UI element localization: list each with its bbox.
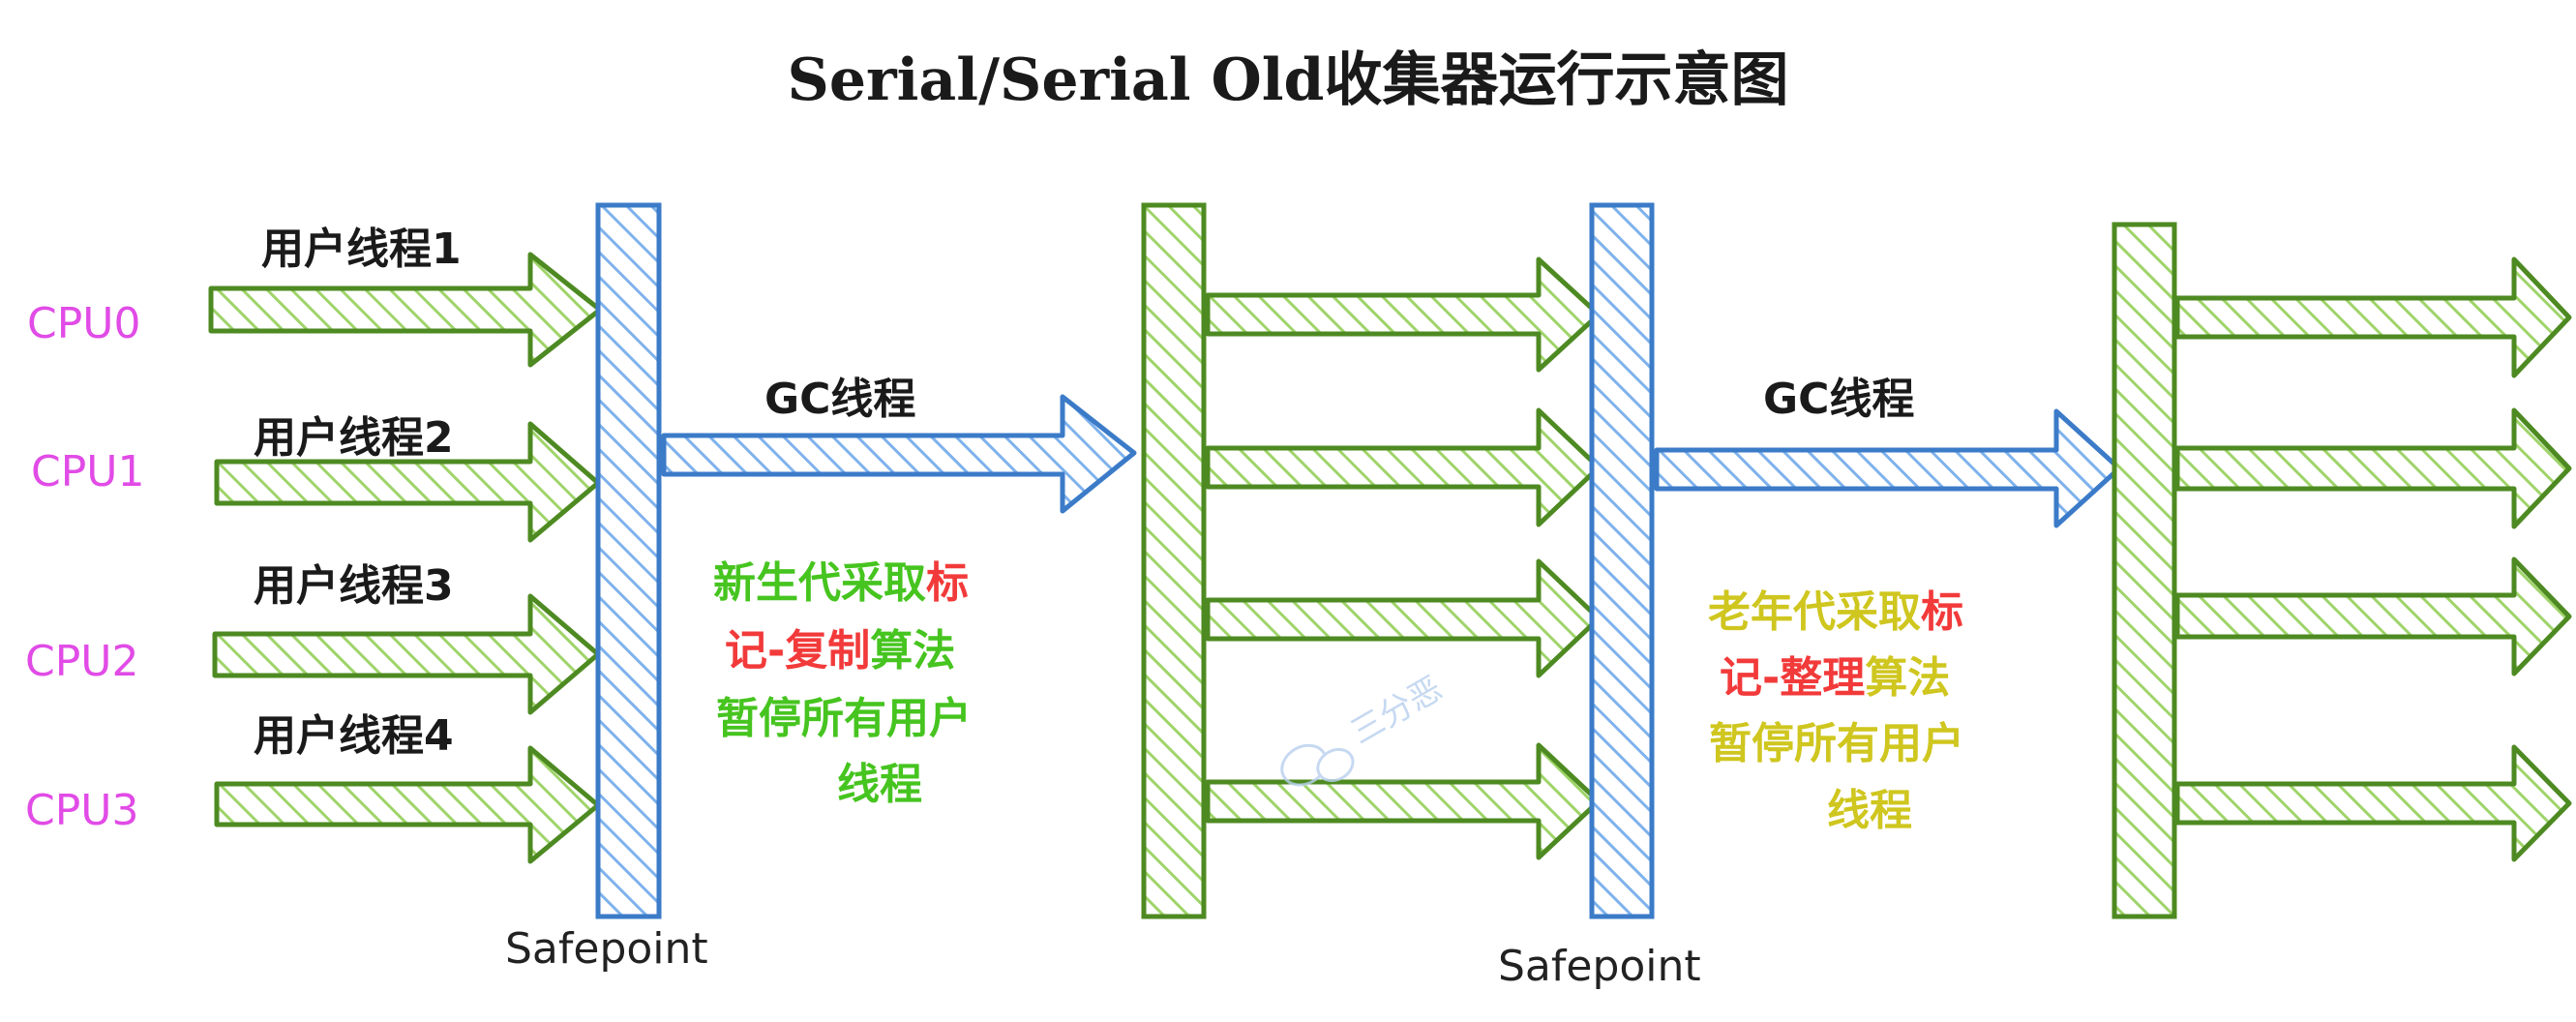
mid-thread-arrow-4 bbox=[1205, 742, 1602, 860]
user-thread-label-1: 用户线程1 bbox=[261, 225, 462, 274]
gc-thread-arrow-2 bbox=[1654, 408, 2122, 528]
mid-thread-arrow-2 bbox=[1205, 407, 1602, 527]
wechat-icon bbox=[1280, 743, 1355, 787]
young-note-line2b: 算法 bbox=[870, 626, 955, 676]
resume-bar-1 bbox=[1141, 202, 1207, 919]
safepoint-bar-1 bbox=[595, 202, 662, 919]
user-thread-arrow-1 bbox=[208, 252, 603, 368]
old-note-line1b: 标 bbox=[1921, 587, 1963, 637]
right-thread-arrow-4 bbox=[2174, 744, 2572, 862]
gc-thread-arrow-1 bbox=[661, 394, 1137, 514]
user-thread-arrow-4 bbox=[214, 745, 601, 864]
svg-text:记-整理算法: 记-整理算法 bbox=[1720, 653, 1950, 703]
mid-thread-arrow-1 bbox=[1205, 256, 1602, 373]
user-thread-label-2: 用户线程2 bbox=[254, 413, 454, 463]
cpu-label-3: CPU3 bbox=[25, 786, 138, 835]
gc-thread-label-1: GC线程 bbox=[764, 375, 915, 424]
right-thread-arrow-3 bbox=[2174, 556, 2572, 676]
user-thread-arrow-2 bbox=[214, 421, 601, 543]
old-note-line2b: 算法 bbox=[1865, 653, 1950, 703]
young-gen-note: 新生代采取标 记-复制算法 暂停所有用户 线程 bbox=[713, 558, 972, 809]
safepoint-bar-2 bbox=[1589, 202, 1655, 919]
svg-text:新生代采取标: 新生代采取标 bbox=[713, 558, 969, 608]
watermark-text: 三分恶 bbox=[1344, 669, 1449, 752]
user-thread-arrow-3 bbox=[212, 593, 601, 715]
gc-thread-label-2: GC线程 bbox=[1763, 375, 1914, 424]
svg-text:老年代采取标: 老年代采取标 bbox=[1708, 587, 1963, 637]
resume-bar-2 bbox=[2112, 222, 2177, 919]
old-note-line4: 线程 bbox=[1827, 786, 1912, 835]
old-note-line1a: 老年代采取 bbox=[1708, 587, 1921, 637]
old-note-line2a: 记-整理 bbox=[1720, 653, 1865, 703]
young-note-line1b: 标 bbox=[926, 558, 969, 608]
right-thread-arrow-2 bbox=[2174, 407, 2572, 529]
diagram-title: Serial/Serial Old收集器运行示意图 bbox=[788, 46, 1789, 114]
young-note-line1a: 新生代采取 bbox=[713, 558, 926, 608]
right-thread-arrow-1 bbox=[2174, 256, 2572, 378]
user-thread-arrows-middle bbox=[1205, 256, 1602, 860]
safepoint-label-2: Safepoint bbox=[1498, 942, 1701, 991]
svg-text:记-复制算法: 记-复制算法 bbox=[725, 626, 955, 676]
young-note-line2a: 记-复制 bbox=[725, 626, 870, 676]
cpu-label-1: CPU1 bbox=[31, 447, 144, 496]
user-thread-arrows-right bbox=[2174, 256, 2572, 862]
mid-thread-arrow-3 bbox=[1205, 558, 1602, 678]
old-gen-note: 老年代采取标 记-整理算法 暂停所有用户 线程 bbox=[1708, 587, 1964, 835]
old-note-line3: 暂停所有用户 bbox=[1709, 719, 1964, 768]
user-thread-arrows-left bbox=[208, 252, 603, 864]
user-thread-label-4: 用户线程4 bbox=[254, 711, 454, 761]
young-note-line3: 暂停所有用户 bbox=[716, 694, 972, 743]
user-thread-label-3: 用户线程3 bbox=[254, 561, 454, 611]
safepoint-label-1: Safepoint bbox=[505, 924, 708, 974]
young-note-line4: 线程 bbox=[837, 760, 922, 809]
cpu-label-2: CPU2 bbox=[25, 637, 138, 686]
cpu-label-0: CPU0 bbox=[27, 299, 140, 348]
